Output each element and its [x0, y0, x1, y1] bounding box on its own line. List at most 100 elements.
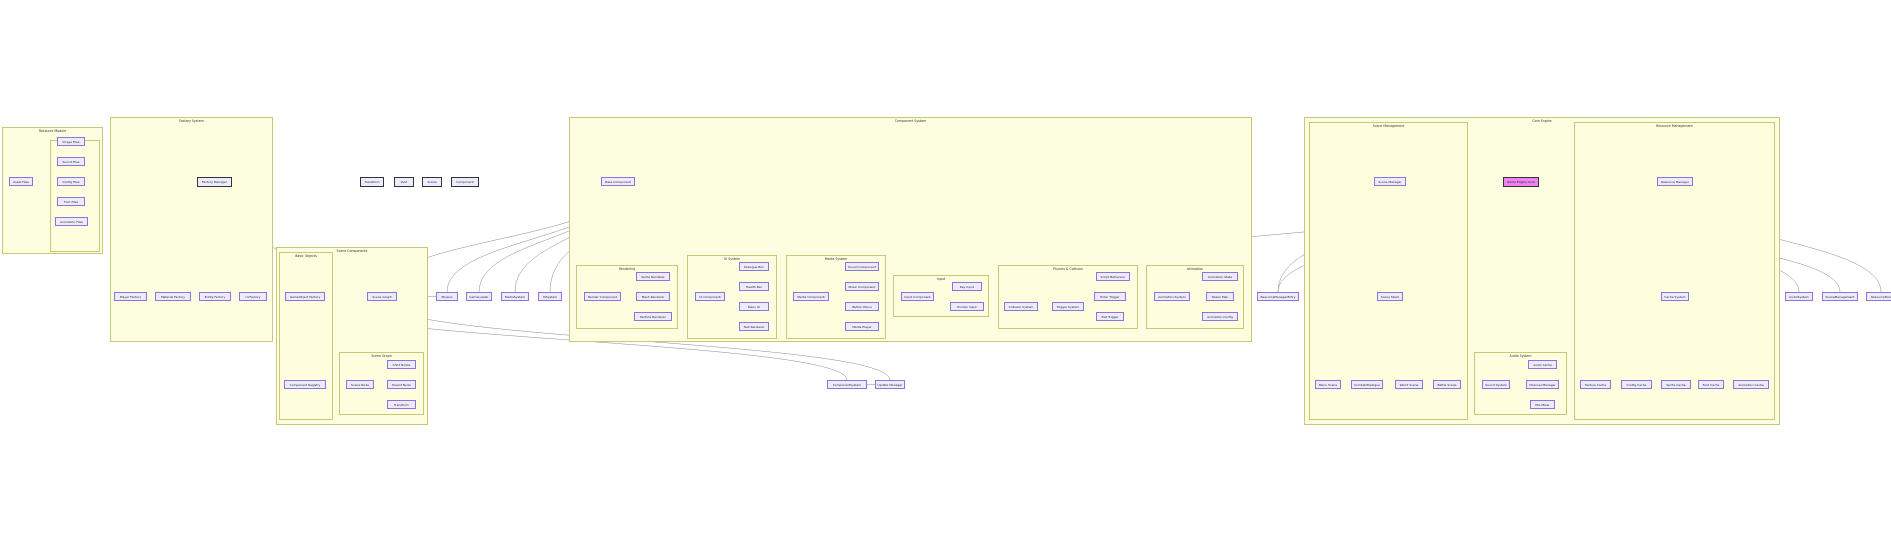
node-dialogue-box[interactable]: Dialogue Box: [739, 262, 769, 271]
node-scenemanagement[interactable]: SceneManagement: [1822, 292, 1858, 301]
node-animation-cache[interactable]: Animation Cache: [1733, 380, 1769, 389]
group-title: Physics & Collision: [1053, 267, 1083, 271]
node-audio-cache[interactable]: Audio Cache: [1528, 360, 1557, 369]
node-world-scene[interactable]: World Scene: [1395, 380, 1423, 389]
node-parent-node[interactable]: Parent Node: [387, 380, 416, 389]
group-title: UI System: [723, 257, 741, 261]
node-input-component[interactable]: Input Component: [901, 292, 934, 301]
node-scene-node[interactable]: Scene Node: [346, 380, 374, 389]
node-text-renderer[interactable]: Text Renderer: [739, 322, 769, 331]
node-asset-files[interactable]: Asset Files: [9, 177, 33, 186]
node-sprite-cache[interactable]: Sprite Cache: [1661, 380, 1691, 389]
node-ui-factory[interactable]: UI Factory: [239, 292, 267, 301]
node-sound-component[interactable]: Sound Component: [845, 262, 879, 271]
node-particle-renderer[interactable]: Particle Renderer: [634, 312, 672, 321]
node-channel-manager[interactable]: Channel Manager: [1526, 380, 1559, 389]
node-scene-manager[interactable]: Scene Manager: [1374, 177, 1406, 186]
group-title: Animation: [1186, 267, 1204, 271]
node-font-files[interactable]: Font Files: [57, 197, 85, 206]
group-title: Rendering: [618, 267, 636, 271]
node-font-cache[interactable]: Font Cache: [1698, 380, 1724, 389]
node-animation-config[interactable]: Animation Config: [1202, 312, 1238, 321]
node-resource-manager[interactable]: Resource Manager: [1657, 177, 1693, 186]
node-pointer-input[interactable]: Pointer Input: [950, 302, 984, 311]
node-uisystem[interactable]: UISystem: [538, 292, 562, 301]
node-animation-files[interactable]: Animation Files: [55, 217, 88, 226]
node-texture-cache[interactable]: Texture Cache: [1580, 380, 1611, 389]
node-audiosystem[interactable]: AudioSystem: [1785, 292, 1813, 301]
group-title: Resource Module: [38, 129, 67, 133]
group-component-system: Component System: [569, 117, 1252, 342]
node-physics[interactable]: Physics: [436, 292, 458, 301]
node-transform[interactable]: Transform: [387, 400, 416, 409]
node-script-behaviour[interactable]: Script Behaviour: [1096, 272, 1130, 281]
node-combat-scene[interactable]: Combat/Dialogue: [1351, 380, 1383, 389]
node-cache-system[interactable]: Cache System: [1661, 292, 1689, 301]
group-title: Core Engine: [1532, 119, 1552, 123]
node-config-files[interactable]: Config Files: [57, 177, 85, 186]
node-sprite-renderer[interactable]: Sprite Renderer: [636, 272, 670, 281]
group-title: Scene Management: [1372, 124, 1405, 128]
group-title: Component System: [894, 119, 927, 123]
node-sound-system[interactable]: Sound System: [1482, 380, 1510, 389]
group-scene-management: Scene Management: [1309, 122, 1468, 420]
node-config-cache[interactable]: Config Cache: [1621, 380, 1652, 389]
group-title: Factory System: [179, 119, 204, 123]
group-title: Scene Components: [336, 249, 368, 253]
node-image-files[interactable]: Image Files: [57, 137, 85, 146]
node-game-engine-core[interactable]: Game Engine Core: [1503, 177, 1539, 187]
node-enter-trigger[interactable]: Enter Trigger: [1094, 292, 1126, 301]
group-resource-management: Resource Management: [1574, 122, 1775, 420]
node-material-factory[interactable]: Material Factory: [155, 292, 191, 301]
node-sound-files[interactable]: Sound Files: [57, 157, 85, 166]
node-collision-system[interactable]: Collision System: [1004, 302, 1038, 311]
node-mesh-renderer[interactable]: Mesh Renderer: [636, 292, 670, 301]
node-mediasystem[interactable]: MediaSystem: [501, 292, 529, 301]
node-menu-ui[interactable]: Menu UI: [739, 302, 769, 311]
node-transform-standalone[interactable]: Transform: [360, 177, 384, 187]
node-health-bar[interactable]: Health Bar: [739, 282, 769, 291]
node-iadd-standalone[interactable]: IAdd: [394, 177, 414, 187]
node-exit-trigger[interactable]: Exit Trigger: [1096, 312, 1124, 321]
node-menu-scene[interactable]: Menu Scene: [1315, 380, 1341, 389]
group-resource-module: Resource Module: [2, 127, 103, 254]
node-update-manager[interactable]: Update Manager: [875, 380, 905, 389]
node-battle-scene[interactable]: Battle Scene: [1433, 380, 1461, 389]
node-scene-standalone[interactable]: Scene: [422, 177, 442, 187]
node-animation-system[interactable]: Animation System: [1154, 292, 1190, 301]
node-key-input[interactable]: Key Input: [952, 282, 982, 291]
node-media-player[interactable]: Media Player: [845, 322, 879, 331]
group-title: Media System: [824, 257, 848, 261]
group-title: Scene Graph: [371, 354, 392, 358]
node-child-nodes[interactable]: Child Nodes: [387, 360, 416, 369]
group-title: Resource Management: [1656, 124, 1693, 128]
group-core-engine: Core Engine: [1304, 117, 1780, 425]
group-title: Basic Objects: [295, 254, 317, 258]
group-factory-system: Factory System: [110, 117, 273, 342]
node-base-component[interactable]: Base Component: [601, 177, 635, 186]
node-render-component[interactable]: Render Component: [584, 292, 621, 301]
node-gameobject-factory[interactable]: GameObject Factory: [285, 292, 325, 301]
node-gameloader[interactable]: GameLoader: [466, 292, 492, 301]
node-trigger-system[interactable]: Trigger System: [1052, 302, 1084, 311]
node-ui-component[interactable]: UI Component: [695, 292, 725, 301]
node-player-factory[interactable]: Player Factory: [114, 292, 147, 301]
node-factory-manager[interactable]: Factory Manager: [197, 177, 232, 187]
node-scene-graph[interactable]: Scene Graph: [367, 292, 397, 301]
node-component-standalone[interactable]: Component: [451, 177, 479, 187]
node-resource-manager-entry[interactable]: ResourceManagerEntry: [1257, 292, 1299, 301]
node-componentsystem[interactable]: ComponentSystem: [827, 380, 867, 389]
node-animation-state[interactable]: Animation State: [1202, 272, 1238, 281]
group-scene-components: Scene Components: [276, 247, 428, 425]
node-resourcepool[interactable]: ResourcePool: [1866, 292, 1891, 301]
node-media-component[interactable]: Media Component: [793, 292, 829, 301]
node-scene-stack[interactable]: Scene Stack: [1377, 292, 1403, 301]
node-component-registry[interactable]: Component Registry: [284, 380, 326, 389]
node-mix-mixer[interactable]: Mix Mixer: [1530, 400, 1555, 409]
group-basic-objects: Basic Objects: [279, 252, 333, 420]
node-music-component[interactable]: Music Component: [845, 282, 879, 291]
node-entity-factory[interactable]: Entity Factory: [199, 292, 231, 301]
node-button-menu[interactable]: Button Menu: [845, 302, 879, 311]
node-tween-man[interactable]: Tween Man: [1206, 292, 1234, 301]
